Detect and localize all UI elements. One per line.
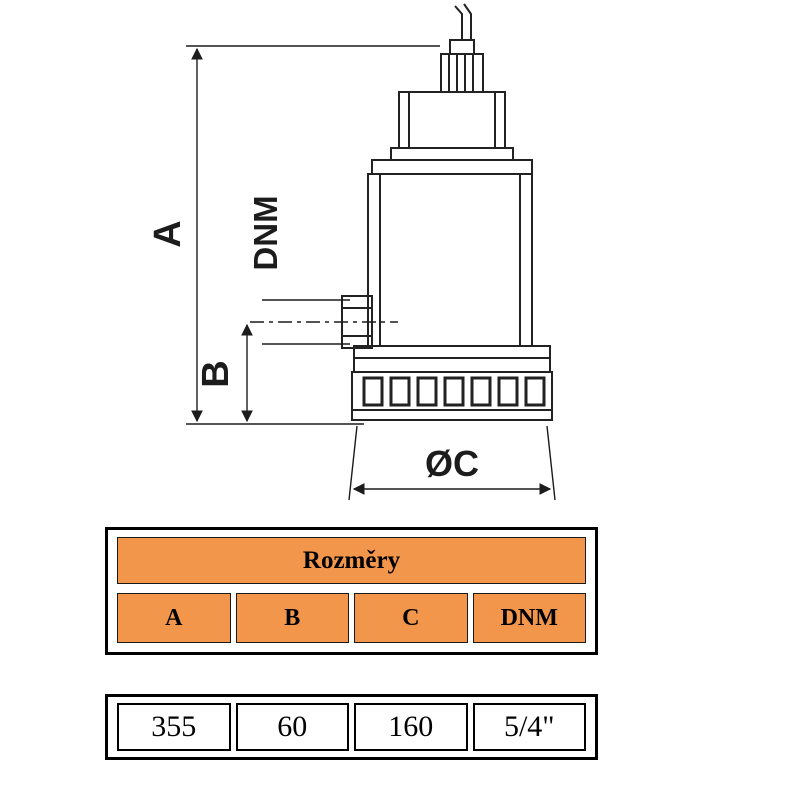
dimensions-table: Rozměry A B C DNM [105, 527, 598, 655]
pump-body [367, 173, 533, 347]
cable-icon [454, 5, 463, 40]
values-table: 355 60 160 5/4" [105, 694, 598, 760]
dimensions-table-header-row: A B C DNM [117, 593, 586, 643]
value-dnm: 5/4" [472, 703, 586, 751]
top-flange [371, 159, 533, 175]
column-header-a: A [117, 593, 231, 643]
cable-gland [440, 53, 484, 93]
strainer-base [351, 371, 553, 421]
strainer-slots [362, 376, 546, 407]
dimension-a-label: A [147, 220, 189, 247]
cable-gland-top [449, 39, 475, 55]
dimension-dnm-label: DNM [247, 195, 284, 270]
column-header-dnm: DNM [472, 593, 586, 643]
pump-technical-drawing: A B DNM ØC [147, 3, 556, 501]
value-a: 355 [117, 703, 231, 751]
transition-band [390, 147, 514, 161]
dimension-b-label: B [195, 360, 237, 387]
dimension-c-label: ØC [425, 443, 479, 484]
dimensions-table-title: Rozměry [117, 537, 586, 584]
value-b: 60 [235, 703, 349, 751]
pump-outline [341, 3, 553, 421]
value-c: 160 [354, 703, 468, 751]
column-header-c: C [354, 593, 468, 643]
motor-cap [398, 91, 506, 149]
column-header-b: B [235, 593, 349, 643]
dimension-lines [186, 45, 556, 501]
